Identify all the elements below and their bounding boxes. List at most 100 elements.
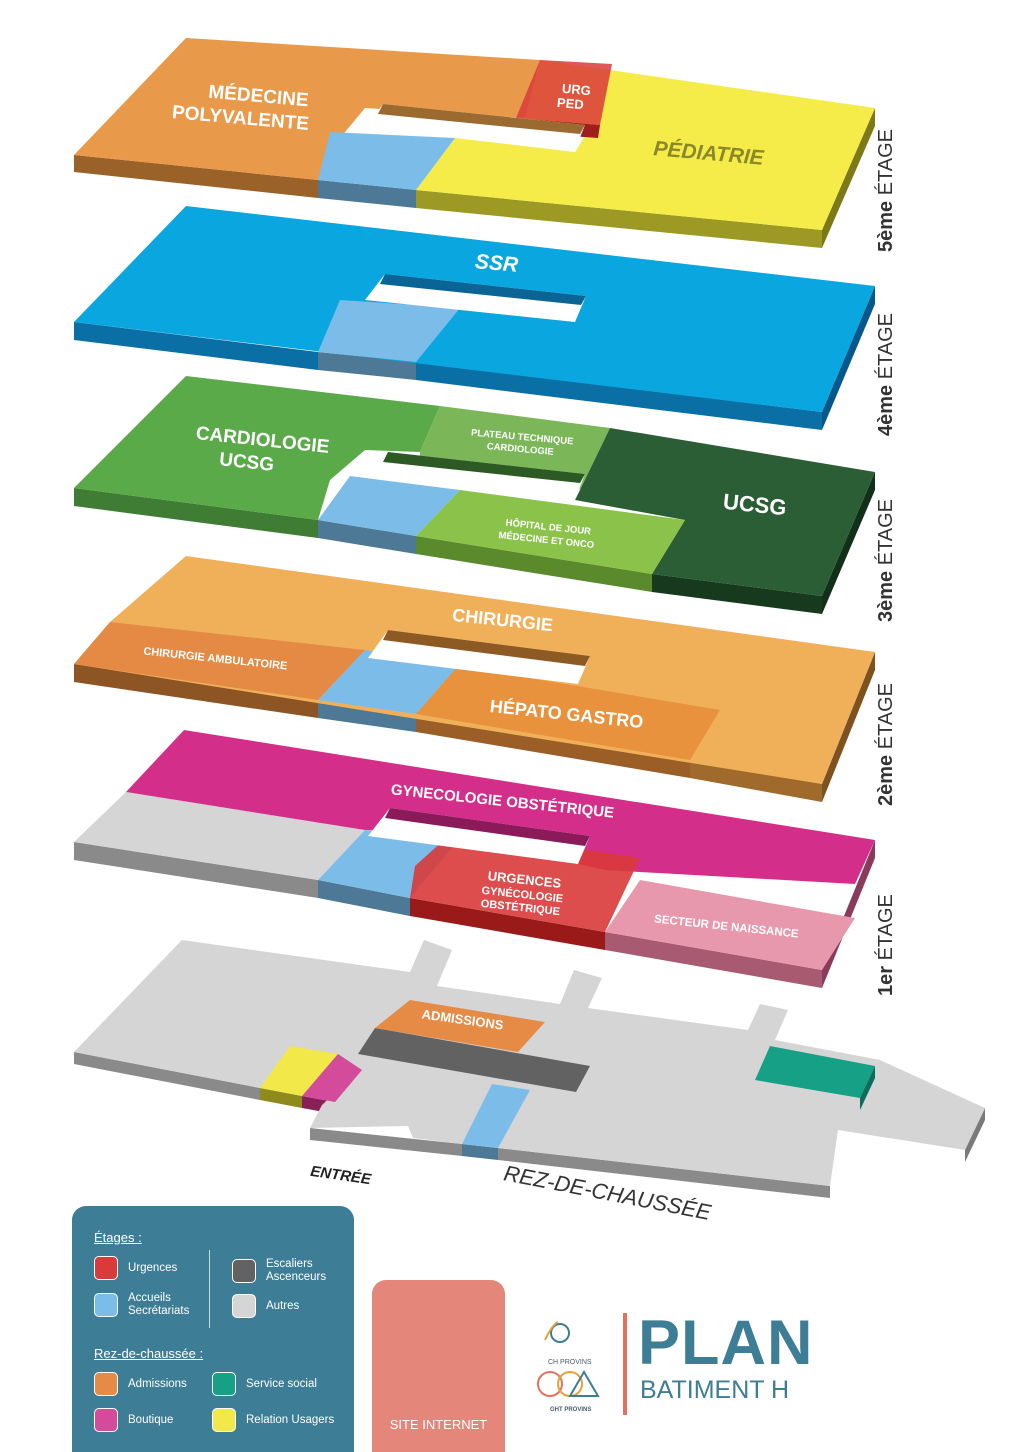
legend-label-service-social: Service social [246, 1377, 317, 1390]
ground-side-d [965, 1108, 985, 1162]
floor-3-cardiologie-zone [74, 376, 440, 520]
svg-text:4ème ÉTAGE: 4ème ÉTAGE [874, 313, 897, 436]
floor-3-side-left [74, 488, 318, 538]
floor-3-level-label: 3ème ÉTAGE [874, 499, 897, 622]
floor-5-label-urg: URG [561, 81, 591, 98]
legend-swatch-boutique [94, 1408, 118, 1432]
page-title: PLAN [638, 1308, 814, 1378]
ground-boutique-zone [302, 1054, 362, 1102]
floor-3-accueil-zone [318, 476, 460, 536]
legend-etages-title: Étages : [94, 1230, 142, 1245]
legend-label-urgences: Urgences [128, 1261, 178, 1274]
legend-item-autres: Autres [232, 1294, 299, 1318]
floor-2-level-bold: 2ème [875, 755, 897, 806]
floor-2-accueil-zone [318, 650, 458, 714]
floor-2-side-hepato [416, 714, 690, 778]
ground-floor: ADMISSIONS ENTRÉE REZ-DE-CHAUSSÉE [74, 940, 985, 1225]
floor-3-ucsg-zone [575, 428, 875, 596]
qr-panel[interactable]: SITE INTERNET [372, 1280, 505, 1452]
legend-item-urgences: Urgences [94, 1256, 177, 1280]
floor-2-hepato-zone [416, 666, 720, 760]
floor-3: CARDIOLOGIE UCSG PLATEAU TECHNIQUE CARDI… [74, 376, 875, 614]
ground-side-relation [260, 1088, 302, 1108]
legend-label-boutique: Boutique [128, 1413, 174, 1426]
floor-3-side-ucsg [652, 574, 822, 614]
ground-admissions-zone [375, 1000, 545, 1052]
floor-1-gyneco-zone [126, 730, 875, 884]
floor-5-label-ped: PED [556, 95, 584, 112]
floor-4-courtyard-wall [380, 274, 586, 305]
floor-5-accueil-zone [318, 132, 455, 190]
ground-accueil-zone [462, 1084, 530, 1148]
floor-4-side-end [822, 286, 875, 430]
legend-label-admissions: Admissions [128, 1377, 187, 1390]
ght-provins-logo [537, 1370, 600, 1397]
ground-side-b [310, 1128, 462, 1156]
floor-1-urgences-zone [410, 830, 640, 932]
floor-2-side-accueil [318, 700, 416, 732]
brand-ch-provins: CH PROVINS [548, 1359, 592, 1366]
legend-swatch-relation-usagers [212, 1408, 236, 1432]
legend-separator [209, 1250, 210, 1328]
floor-4-level-label: 4ème ÉTAGE [874, 313, 897, 436]
qr-label: SITE INTERNET [389, 1417, 488, 1432]
floor-5-urg-ped-zone [516, 60, 612, 125]
floor-1-side-naissance [605, 932, 822, 988]
floor-4-side-left [74, 322, 318, 370]
floor-4-accueil-zone [318, 300, 460, 362]
legend-swatch-admissions [94, 1372, 118, 1396]
brand-logos: CH PROVINS GHT PROVINS [536, 1315, 626, 1415]
legend-item-relation-usagers: Relation Usagers [212, 1408, 334, 1432]
floor-3-hdj-zone [416, 490, 685, 574]
floor-4-side-right [416, 362, 822, 430]
title-divider [623, 1313, 627, 1415]
floor-5-level-bold: 5ème [875, 201, 897, 252]
floor-1-level-bold: 1er [875, 966, 897, 996]
floor-5-side-accueil [318, 180, 416, 208]
floor-5-side-left [74, 155, 318, 198]
floor-2-level-label: 2ème ÉTAGE [874, 683, 897, 806]
legend-item-admissions: Admissions [94, 1372, 187, 1396]
ch-provins-logo [544, 1321, 570, 1343]
ground-escaliers-zone [358, 1028, 590, 1092]
floor-5-courtyard-wall [378, 104, 585, 134]
ground-label-entree: ENTRÉE [309, 1163, 373, 1188]
floor-4-label-ssr: SSR [474, 250, 520, 277]
ground-service-social-side [860, 1066, 875, 1110]
legend-item-boutique: Boutique [94, 1408, 173, 1432]
floor-4-level-light: ÉTAGE [874, 313, 897, 379]
legend-label-autres: Autres [266, 1299, 300, 1312]
floor-3-level-bold: 3ème [875, 571, 897, 622]
floor-4-level-bold: 4ème [875, 385, 897, 436]
floor-5: MÉDECINE POLYVALENTE URG PED PÉDIATRIE [74, 38, 875, 248]
floor-3-courtyard-wall [383, 452, 585, 483]
floor-4: SSR [74, 206, 875, 430]
svg-text:1er ÉTAGE: 1er ÉTAGE [874, 894, 897, 996]
svg-text:2ème ÉTAGE: 2ème ÉTAGE [874, 683, 897, 806]
floor-1: GYNECOLOGIE OBSTÉTRIQUE URGENCES GYNÉCOL… [74, 730, 875, 988]
floor-5-side-right [416, 190, 822, 248]
floor-2-courtyard-wall [383, 630, 590, 666]
legend-swatch-service-social [212, 1372, 236, 1396]
legend-swatch-accueils [94, 1293, 118, 1317]
ground-relation-zone [260, 1046, 338, 1096]
floor-2: CHIRURGIE CHIRURGIE AMBULATOIRE HÉPATO G… [74, 556, 875, 802]
floor-2-side-right [690, 760, 822, 802]
floor-5-side-end [822, 108, 875, 248]
legend-item-service-social: Service social [212, 1372, 317, 1396]
ground-service-social-zone [755, 1046, 875, 1098]
floor-1-side-end [822, 840, 875, 988]
floor-5-level-light: ÉTAGE [874, 129, 897, 195]
brand-ght-provins: GHT PROVINS [550, 1407, 592, 1413]
legend-label-relation-usagers: Relation Usagers [246, 1413, 335, 1426]
legend-rdc-title: Rez-de-chaussée : [94, 1346, 204, 1361]
svg-text:5ème ÉTAGE: 5ème ÉTAGE [874, 129, 897, 252]
legend-swatch-autres [232, 1294, 256, 1318]
floor-2-side-end [822, 652, 875, 802]
floor-3-side-hdj [416, 536, 652, 592]
floor-1-naissance-zone [605, 880, 855, 970]
